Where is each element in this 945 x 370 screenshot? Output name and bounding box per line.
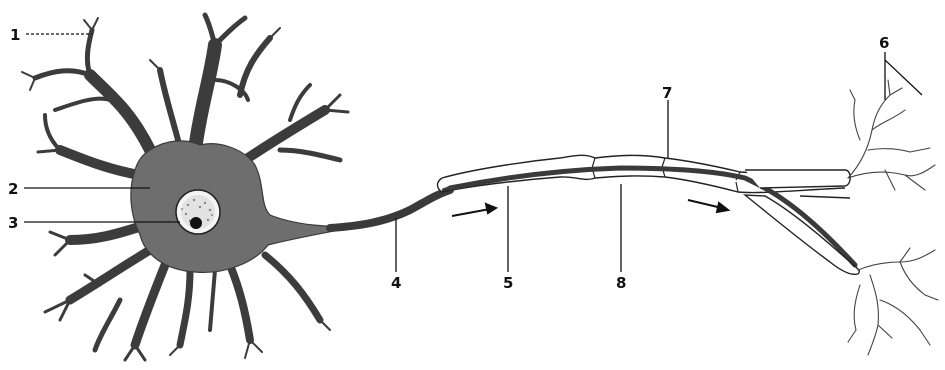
label-7: 7 (662, 84, 672, 102)
label-2: 2 (8, 180, 18, 198)
label-6: 6 (879, 34, 889, 52)
label-1: 1 (10, 26, 20, 44)
arrow-right (688, 200, 728, 212)
label-3: 3 (8, 214, 18, 232)
arrow-left (452, 204, 496, 216)
myelin-sheath (438, 155, 860, 274)
label-4: 4 (391, 274, 401, 292)
axon (330, 190, 450, 228)
nucleus (176, 190, 220, 234)
label-5: 5 (503, 274, 513, 292)
axon-terminals (848, 80, 938, 355)
impulse-arrows (452, 200, 728, 216)
nucleolus (190, 217, 202, 229)
soma (131, 141, 360, 273)
leader-6 (885, 52, 922, 100)
label-8: 8 (616, 274, 626, 292)
